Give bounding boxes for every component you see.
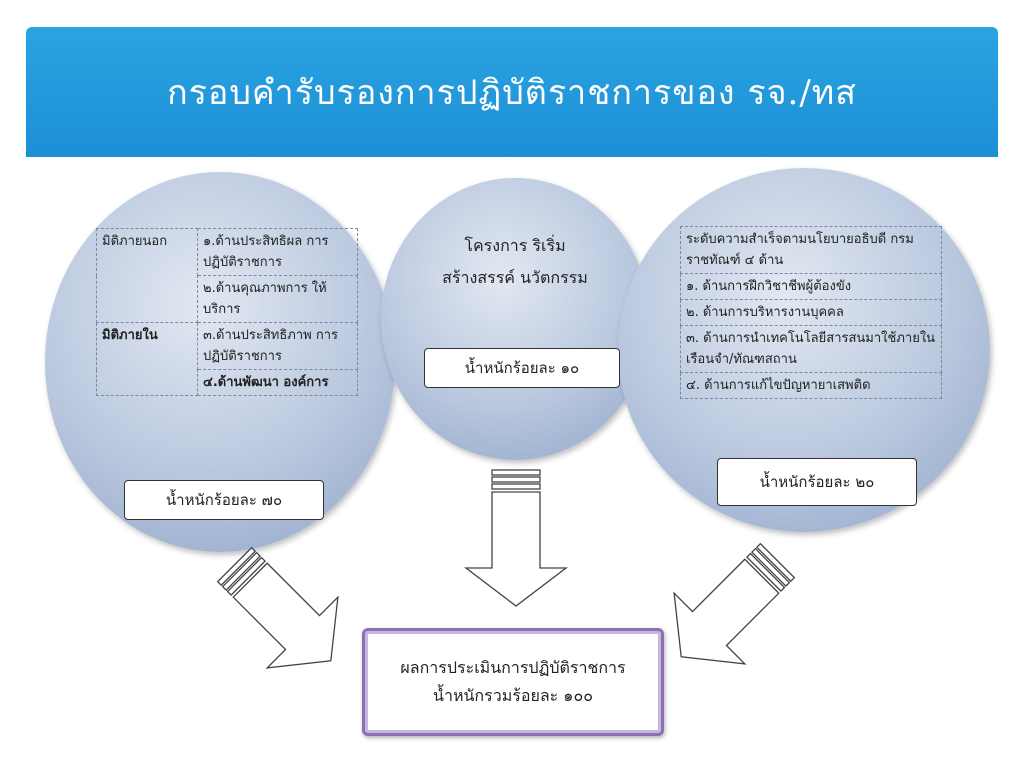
result-box: ผลการประเมินการปฏิบัติราชการ น้ำหนักรวมร… [362,628,664,736]
innovation-line-1: โครงการ ริเริ่ม [464,236,566,255]
left-diagonal-arrow-icon [216,546,339,669]
table-row: ๔. ด้านการแก้ไขปัญหายาเสพติด [680,372,942,399]
policy-header: ระดับความสำเร็จตามนโยบายอธิบดี กรมราชทัณ… [680,226,942,274]
policy-table: ระดับความสำเร็จตามนโยบายอธิบดี กรมราชทัณ… [680,226,942,399]
weight-label-10: น้ำหนักร้อยละ ๑๐ [424,348,620,388]
result-line-1: ผลการประเมินการปฏิบัติราชการ [400,658,626,677]
table-row: ระดับความสำเร็จตามนโยบายอธิบดี กรมราชทัณ… [680,226,942,274]
table-row: มิติภายใน ๓.ด้านประสิทธิภาพ การปฏิบัติรา… [96,322,358,396]
dimension-internal: มิติภายใน [96,322,198,396]
policy-item-2: ๒. ด้านการบริหารงานบุคคล [680,299,942,326]
right-diagonal-arrow-icon [673,542,796,665]
title-banner: กรอบคำรับรองการปฏิบัติราชการของ รจ./ทส [26,27,998,157]
table-row: ๒.ด้านคุณภาพการ ให้บริการ [97,275,358,323]
table-row: ๑. ด้านการฝึกวิชาชีพผู้ต้องขัง [680,273,942,300]
dimensions-table: มิติภายนอก ๑.ด้านประสิทธิผล การปฏิบัติรา… [96,228,358,396]
innovation-line-2: สร้างสรรค์ นวัตกรรม [442,268,588,287]
page-title: กรอบคำรับรองการปฏิบัติราชการของ รจ./ทส [167,73,857,113]
weight-label-70: น้ำหนักร้อยละ ๗๐ [124,480,324,520]
table-row: ๒. ด้านการบริหารงานบุคคล [680,299,942,326]
innovation-text: โครงการ ริเริ่ม สร้างสรรค์ นวัตกรรม [404,230,626,294]
circle-innovation [381,178,649,460]
dimension-external: มิติภายนอก [96,228,198,323]
item-service-quality: ๒.ด้านคุณภาพการ ให้บริการ [197,275,358,323]
down-arrow-icon [464,469,568,607]
policy-item-1: ๑. ด้านการฝึกวิชาชีพผู้ต้องขัง [680,273,942,300]
weight-label-20: น้ำหนักร้อยละ ๒๐ [717,458,917,506]
item-efficiency: ๓.ด้านประสิทธิภาพ การปฏิบัติราชการ [197,322,358,370]
policy-item-4: ๔. ด้านการแก้ไขปัญหายาเสพติด [680,372,942,399]
table-row: ๔.ด้านพัฒนา องค์การ [97,369,358,396]
result-line-2: น้ำหนักรวมร้อยละ ๑๐๐ [433,686,593,705]
item-org-development: ๔.ด้านพัฒนา องค์การ [197,369,358,396]
